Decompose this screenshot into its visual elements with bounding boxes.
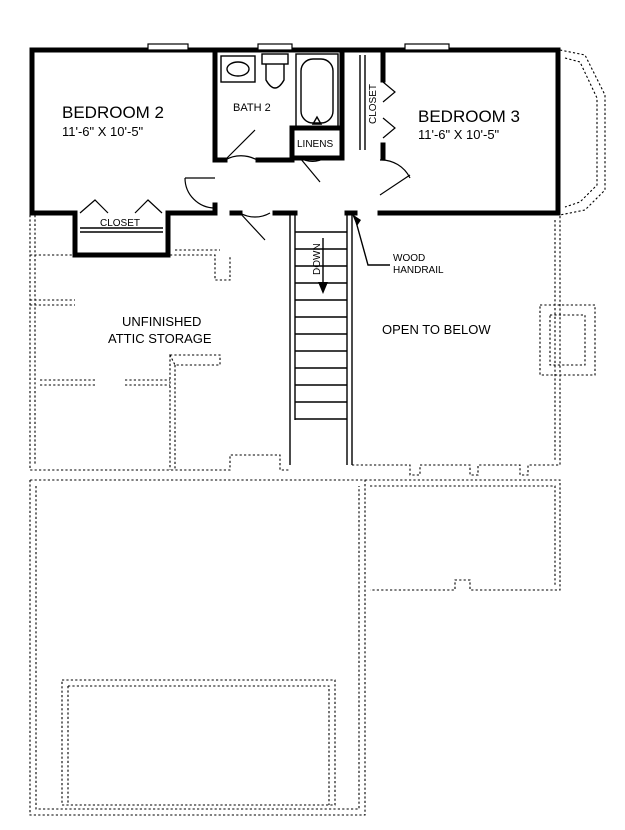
linens-label: LINENS — [297, 139, 333, 150]
staircase — [289, 215, 353, 465]
bathtub — [295, 53, 339, 129]
closet-right-label: CLOSET — [368, 84, 379, 124]
toilet-tank — [261, 53, 289, 65]
stair-arrowhead-icon — [318, 282, 328, 294]
doors — [79, 81, 411, 241]
attic-label-line1: UNFINISHED — [122, 314, 201, 329]
closet-left-label: CLOSET — [100, 218, 140, 229]
bedroom3-dims: 11'-6" X 10'-5" — [418, 127, 500, 142]
window-bath — [257, 43, 293, 51]
door-bedroom3 — [379, 159, 411, 196]
stair-down-label: DOWN — [312, 243, 323, 275]
bath2-label: BATH 2 — [233, 102, 271, 114]
handrail-leader — [354, 217, 390, 266]
windows — [147, 43, 450, 51]
sink — [220, 55, 256, 83]
handrail-label-line1: WOOD — [393, 253, 425, 264]
door-linens — [299, 157, 326, 183]
handrail-label-line2: HANDRAIL — [393, 265, 444, 276]
window-bedroom3 — [404, 43, 450, 51]
door-closet-right — [382, 81, 396, 139]
attic-label-line2: ATTIC STORAGE — [108, 331, 212, 346]
bedroom2-dims: 11'-6" X 10'-5" — [62, 124, 144, 139]
open-to-below-label: OPEN TO BELOW — [382, 322, 491, 337]
bath-fixtures — [220, 53, 339, 129]
toilet-bowl — [265, 64, 285, 89]
door-bedroom2 — [184, 177, 216, 209]
door-closet-left — [79, 199, 163, 214]
handrail-arrowhead-icon — [352, 214, 361, 226]
bedroom2-name: BEDROOM 2 — [62, 103, 164, 122]
window-bedroom2 — [147, 43, 189, 51]
door-bath — [224, 129, 258, 161]
dashed-outlines — [29, 49, 606, 816]
door-hall — [239, 212, 271, 241]
bedroom3-name: BEDROOM 3 — [418, 107, 520, 126]
